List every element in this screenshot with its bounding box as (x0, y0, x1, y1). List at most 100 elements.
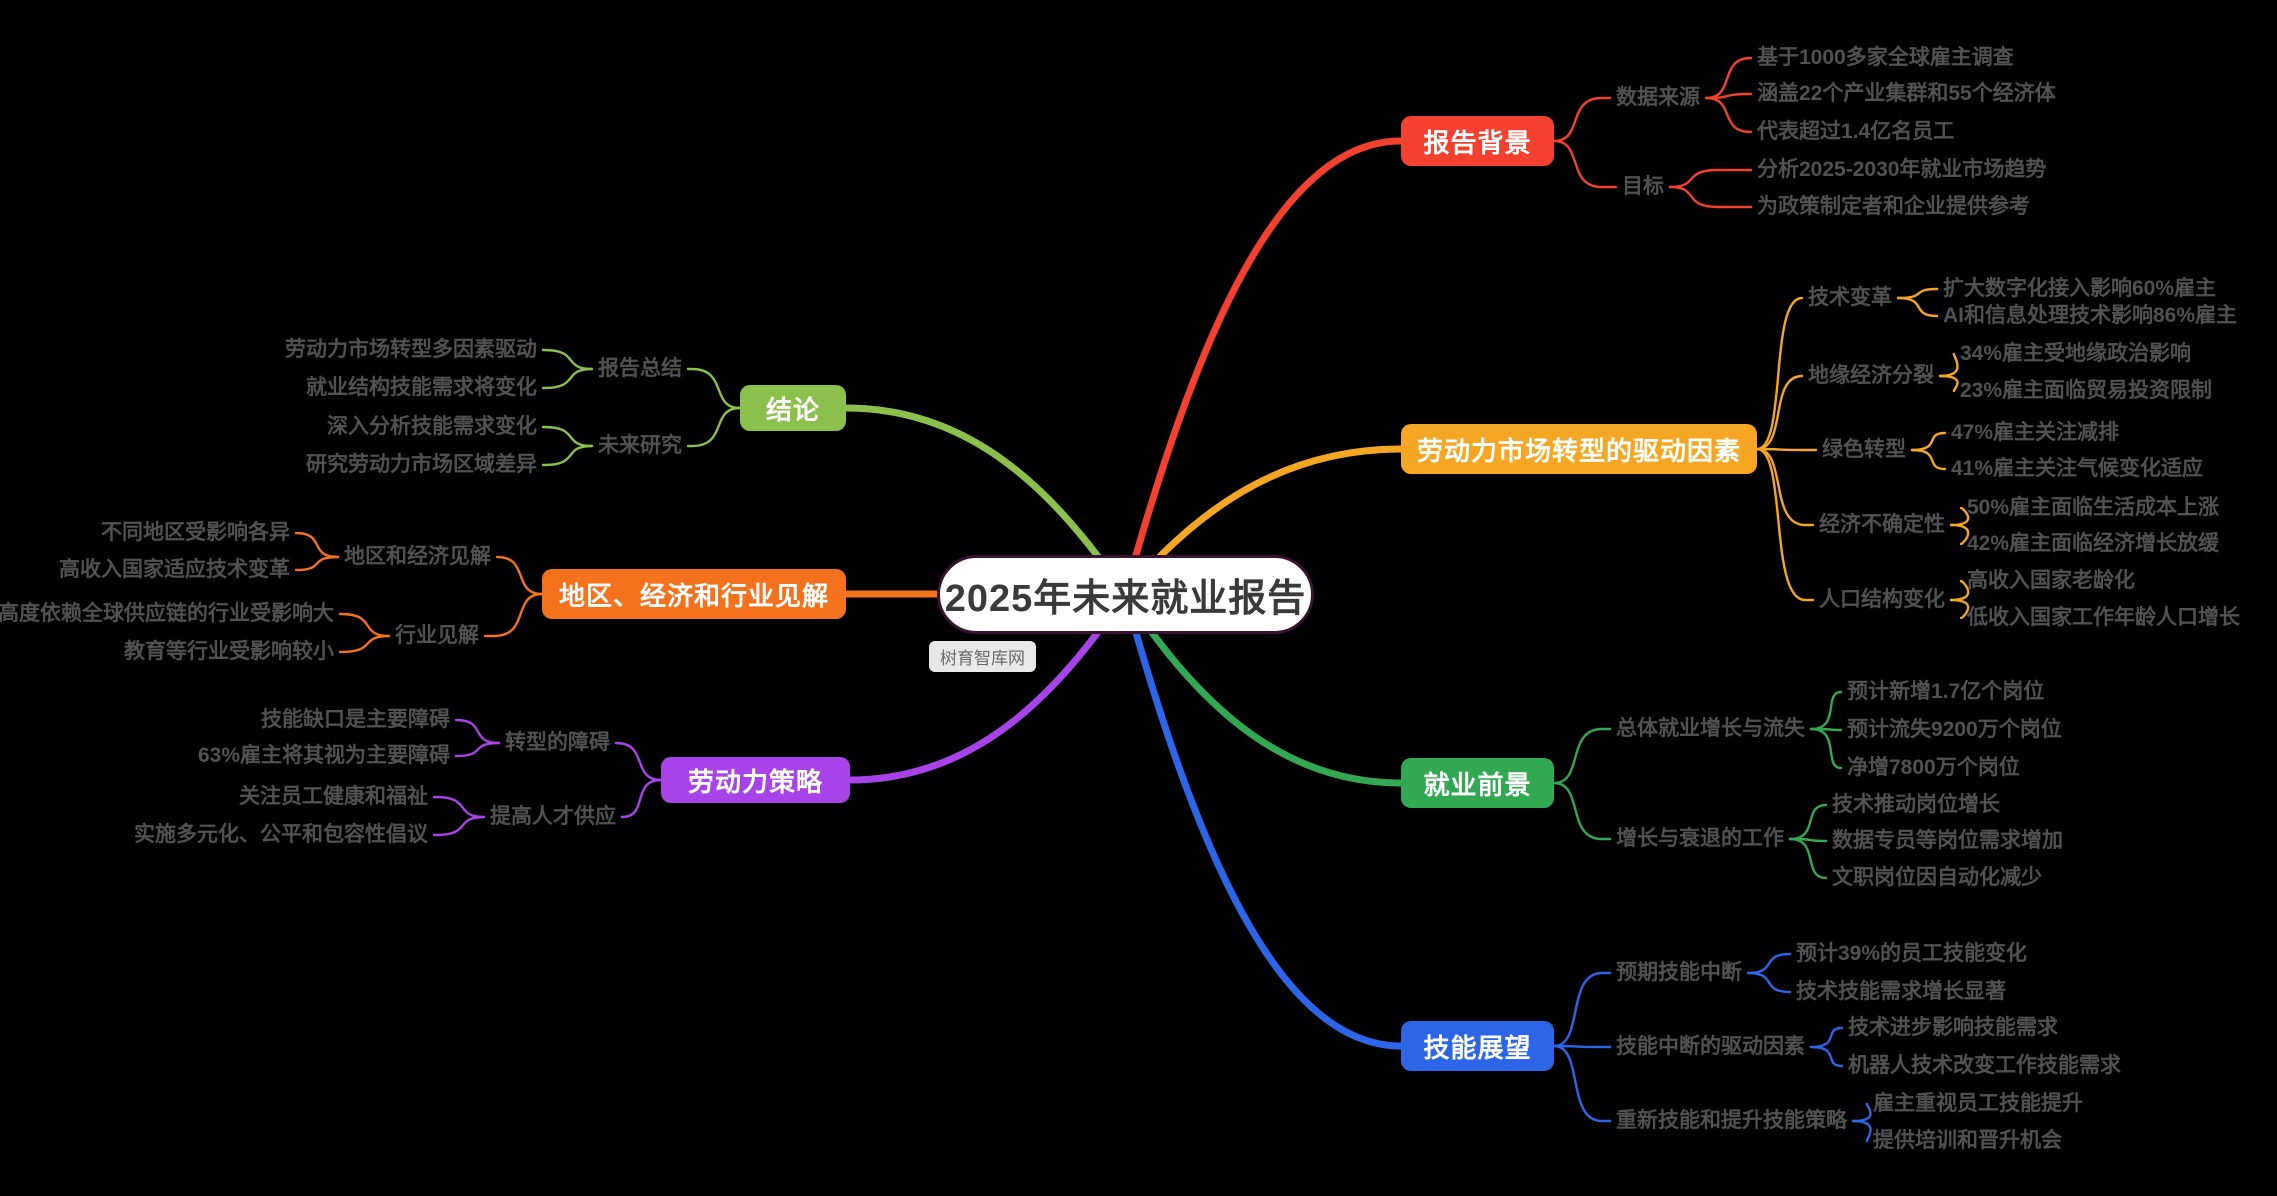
detail-label[interactable]: 技术推动岗位增长 (1832, 792, 2000, 816)
subtopic-label[interactable]: 重新技能和提升技能策略 (1616, 1108, 1847, 1132)
connector-line (1809, 690, 1843, 731)
connector-line (1121, 590, 1405, 1050)
detail-label[interactable]: 技术进步影响技能需求 (1848, 1015, 2058, 1039)
detail-label[interactable]: 为政策制定者和企业提供参考 (1757, 194, 2030, 218)
connector-line (842, 404, 1129, 598)
detail-label[interactable]: 实施多元化、公平和包容性倡议 (134, 822, 428, 846)
connector-line (1896, 296, 1939, 318)
subtopic-label[interactable]: 技能中断的驱动因素 (1616, 1034, 1805, 1058)
subtopic-label[interactable]: 提高人才供应 (490, 804, 616, 828)
subtopic-label[interactable]: 目标 (1622, 174, 1664, 198)
detail-label[interactable]: 技术技能需求增长显著 (1796, 979, 2006, 1003)
connector-line (686, 406, 742, 448)
center-topic[interactable]: 2025年未来就业报告 (937, 555, 1314, 634)
detail-label[interactable]: 涵盖22个产业集群和55个经济体 (1757, 81, 2056, 105)
subtopic-label[interactable]: 行业见解 (395, 623, 479, 647)
branch-node[interactable]: 就业前景 (1401, 758, 1554, 808)
detail-label[interactable]: 关注员工健康和福祉 (239, 784, 428, 808)
subtopic-label[interactable]: 增长与衰退的工作 (1616, 826, 1784, 850)
detail-label[interactable]: 高度依赖全球供应链的行业受影响大 (0, 601, 334, 625)
detail-label[interactable]: 47%雇主关注减排 (1951, 420, 2120, 444)
subtopic-label[interactable]: 预期技能中断 (1616, 960, 1742, 984)
detail-label[interactable]: 高收入国家适应技术变革 (59, 557, 290, 581)
detail-label[interactable]: 42%雇主面临经济增长放缓 (1967, 531, 2220, 555)
connector-line (1851, 1102, 1872, 1123)
detail-label[interactable]: 50%雇主面临生活成本上涨 (1967, 495, 2220, 519)
branch-node[interactable]: 劳动力市场转型的驱动因素 (1401, 424, 1757, 474)
detail-label[interactable]: 扩大数字化接入影响60%雇主 (1943, 276, 2217, 300)
subtopic-label[interactable]: 绿色转型 (1822, 437, 1906, 461)
subtopic-label[interactable]: 经济不确定性 (1819, 512, 1945, 536)
detail-label[interactable]: 代表超过1.4亿名员工 (1757, 119, 1955, 143)
connector-line (1121, 137, 1405, 598)
subtopic-label[interactable]: 技术变革 (1808, 285, 1892, 309)
connector-line (1746, 952, 1792, 975)
detail-label[interactable]: 63%雇主将其视为主要障碍 (197, 743, 450, 767)
connector-line (1910, 448, 1947, 471)
detail-label[interactable]: 数据专员等岗位需求增加 (1832, 828, 2063, 852)
connector-line (1949, 523, 1970, 546)
detail-label[interactable]: 预计新增1.7亿个岗位 (1847, 679, 2045, 703)
detail-label[interactable]: 基于1000多家全球雇主调查 (1757, 45, 2014, 69)
detail-label[interactable]: AI和信息处理技术影响86%雇主 (1943, 303, 2238, 327)
connector-line (483, 592, 544, 638)
subtopic-label[interactable]: 地区和经济见解 (344, 544, 491, 568)
connector-line (1949, 579, 1970, 602)
detail-label[interactable]: 41%雇主关注气候变化适应 (1951, 456, 2204, 480)
subtopic-label[interactable]: 地缘经济分裂 (1808, 363, 1934, 387)
detail-label[interactable]: 34%雇主受地缘政治影响 (1960, 341, 2192, 365)
detail-label[interactable]: 分析2025-2030年就业市场趋势 (1757, 157, 2047, 181)
watermark: 树育智库网 (929, 641, 1036, 672)
detail-label[interactable]: 雇主重视员工技能提升 (1873, 1091, 2083, 1115)
connector-line (541, 444, 594, 467)
connector-line (432, 815, 486, 837)
connector-line (338, 612, 391, 638)
detail-label[interactable]: 深入分析技能需求变化 (327, 414, 537, 438)
subtopic-label[interactable]: 转型的障碍 (505, 730, 610, 754)
branch-node[interactable]: 劳动力策略 (661, 757, 850, 803)
subtopic-label[interactable]: 总体就业增长与流失 (1616, 716, 1805, 740)
detail-label[interactable]: 就业结构技能需求将变化 (306, 375, 537, 399)
connector-line (1755, 447, 1815, 602)
subtopic-label[interactable]: 人口结构变化 (1819, 587, 1945, 611)
connector-line (1746, 971, 1792, 994)
detail-label[interactable]: 技能缺口是主要障碍 (261, 707, 450, 731)
connector-line (1755, 447, 1818, 452)
branch-node[interactable]: 结论 (740, 385, 846, 431)
connector-line (1552, 96, 1612, 143)
branch-node[interactable]: 技能展望 (1401, 1021, 1554, 1071)
detail-label[interactable]: 预计流失9200万个岗位 (1847, 717, 2062, 741)
connector-line (541, 425, 594, 448)
connector-line (1938, 374, 1959, 393)
detail-label[interactable]: 研究劳动力市场区域差异 (306, 452, 537, 476)
branch-node[interactable]: 地区、经济和行业见解 (542, 569, 846, 619)
detail-label[interactable]: 低收入国家工作年龄人口增长 (1967, 605, 2240, 629)
connector-line (614, 741, 663, 782)
detail-label[interactable]: 净增7800万个岗位 (1847, 755, 2020, 779)
subtopic-label[interactable]: 数据来源 (1616, 85, 1700, 109)
detail-label[interactable]: 23%雇主面临贸易投资限制 (1960, 378, 2213, 402)
connector-line (1938, 352, 1959, 378)
connector-line (1704, 96, 1753, 134)
detail-label[interactable]: 教育等行业受影响较小 (124, 639, 334, 663)
connector-line (1788, 837, 1828, 880)
connector-line (1755, 374, 1804, 451)
connector-line (1809, 1045, 1844, 1068)
connector-line (1755, 447, 1815, 527)
subtopic-label[interactable]: 未来研究 (598, 433, 682, 457)
connector-line (454, 741, 501, 758)
connector-line (1552, 139, 1618, 189)
detail-label[interactable]: 提供培训和晋升机会 (1873, 1128, 2062, 1152)
detail-label[interactable]: 高收入国家老龄化 (1967, 568, 2135, 592)
detail-label[interactable]: 不同地区受影响各异 (101, 520, 290, 544)
branch-node[interactable]: 报告背景 (1401, 116, 1554, 166)
connector-line (1910, 431, 1947, 452)
detail-label[interactable]: 劳动力市场转型多因素驱动 (285, 337, 537, 361)
subtopic-label[interactable]: 报告总结 (598, 356, 682, 380)
detail-label[interactable]: 预计39%的员工技能变化 (1796, 941, 2028, 965)
detail-label[interactable]: 文职岗位因自动化减少 (1832, 865, 2042, 889)
detail-label[interactable]: 机器人技术改变工作技能需求 (1848, 1053, 2121, 1077)
connector-line (1668, 185, 1753, 209)
connector-line (1809, 1026, 1844, 1049)
